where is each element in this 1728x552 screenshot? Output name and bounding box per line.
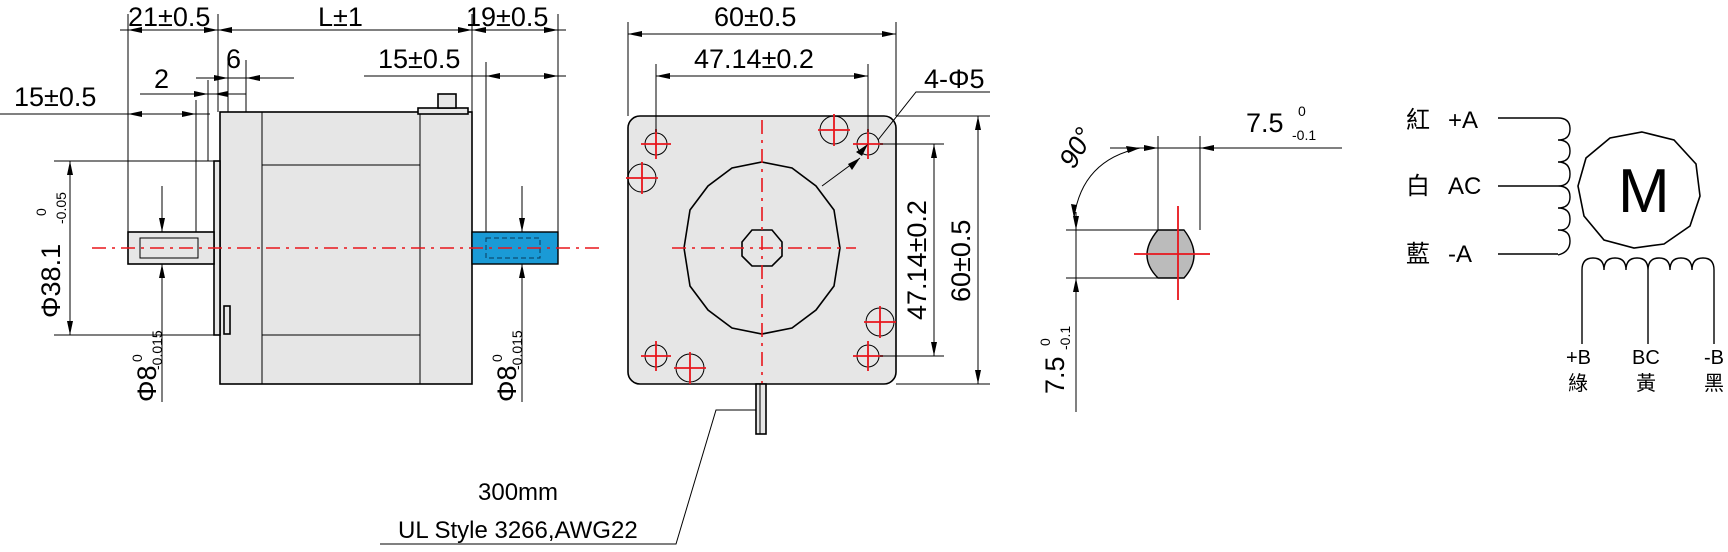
lead-green-signal: +B: [1566, 347, 1591, 369]
dim-shaft-rear-tol-up: 0: [489, 354, 505, 362]
dim-boss-dia-tol-up: 0: [33, 208, 49, 216]
lead-white-color: 白: [1406, 173, 1430, 200]
cable: [755, 383, 767, 435]
dim-flat-v-tol-low: -0.1: [1057, 326, 1073, 350]
dim-boss-dia: Φ38.1: [36, 244, 66, 318]
motor-symbol-letter: M: [1618, 157, 1670, 226]
dim-shaft-rear: Φ8: [492, 365, 522, 402]
side-view: 21±0.5 L±1 19±0.5 15±0.5 6 2 15±0.5 Φ38.…: [0, 2, 600, 402]
dim-front-shaft: 21±0.5: [128, 2, 210, 32]
dim-flat-tol-up: 0: [1298, 103, 1306, 119]
wiring-diagram: M 紅 +A 白 AC 藍 -A +B 綠 BC 黃 -B 黑: [1406, 107, 1724, 395]
dim-flat-v-tol-up: 0: [1037, 338, 1053, 346]
dim-boss: 6: [226, 44, 241, 74]
coil-b: [1581, 257, 1715, 271]
lead-red-color: 紅: [1406, 107, 1430, 134]
lead-blue-signal: -A: [1448, 241, 1472, 268]
dim-flat-rear: 15±0.5: [378, 44, 460, 74]
front-view: 300mm UL Style 3266,AWG22 60±0.5 47.14±0…: [380, 2, 990, 545]
dim-flat-tol-low: -0.1: [1292, 127, 1316, 143]
top-connector: [417, 107, 469, 115]
cable-length: 300mm: [478, 479, 558, 506]
dim-boss-step: 2: [154, 64, 169, 94]
dim-flat-v: 7.5: [1040, 356, 1070, 394]
dim-flat: 7.5: [1246, 108, 1284, 138]
lead-yellow-signal: BC: [1632, 347, 1660, 369]
dim-boss-dia-tol-low: -0.05: [53, 192, 69, 224]
lead-green-color: 綠: [1568, 372, 1588, 395]
dim-shaft-rear-tol-low: -0.015: [509, 330, 525, 370]
dim-shaft-front-tol-low: -0.015: [149, 330, 165, 370]
lead-white-signal: AC: [1448, 173, 1481, 200]
rear-shaft: [471, 231, 559, 265]
dim-holes: 4-Φ5: [924, 64, 985, 94]
lead-black-color: 黑: [1704, 373, 1724, 395]
lead-yellow-color: 黃: [1636, 372, 1656, 395]
dim-hole-spacing: 47.14±0.2: [694, 44, 814, 74]
dim-hole-spacing-v: 47.14±0.2: [902, 200, 932, 320]
cable-spec: UL Style 3266,AWG22: [398, 517, 638, 544]
dim-width: 60±0.5: [714, 2, 796, 32]
shaft-section: 7.5 0 -0.1 90° 7.5 0 -0.1: [1037, 103, 1342, 412]
dim-shaft-front-tol-up: 0: [129, 354, 145, 362]
dim-body-length: L±1: [318, 2, 363, 32]
screws: [626, 114, 896, 384]
dim-rear-shaft: 19±0.5: [466, 2, 548, 32]
motor-symbol: [1577, 131, 1701, 249]
lead-red-signal: +A: [1448, 107, 1478, 134]
lead-black-signal: -B: [1704, 347, 1724, 369]
coil-a: [1557, 117, 1571, 256]
dim-shaft-front: Φ8: [132, 365, 162, 402]
dim-height: 60±0.5: [946, 220, 976, 302]
dim-angle: 90°: [1053, 122, 1099, 173]
lead-blue-color: 藍: [1406, 241, 1430, 268]
dim-flat-front: 15±0.5: [14, 82, 96, 112]
